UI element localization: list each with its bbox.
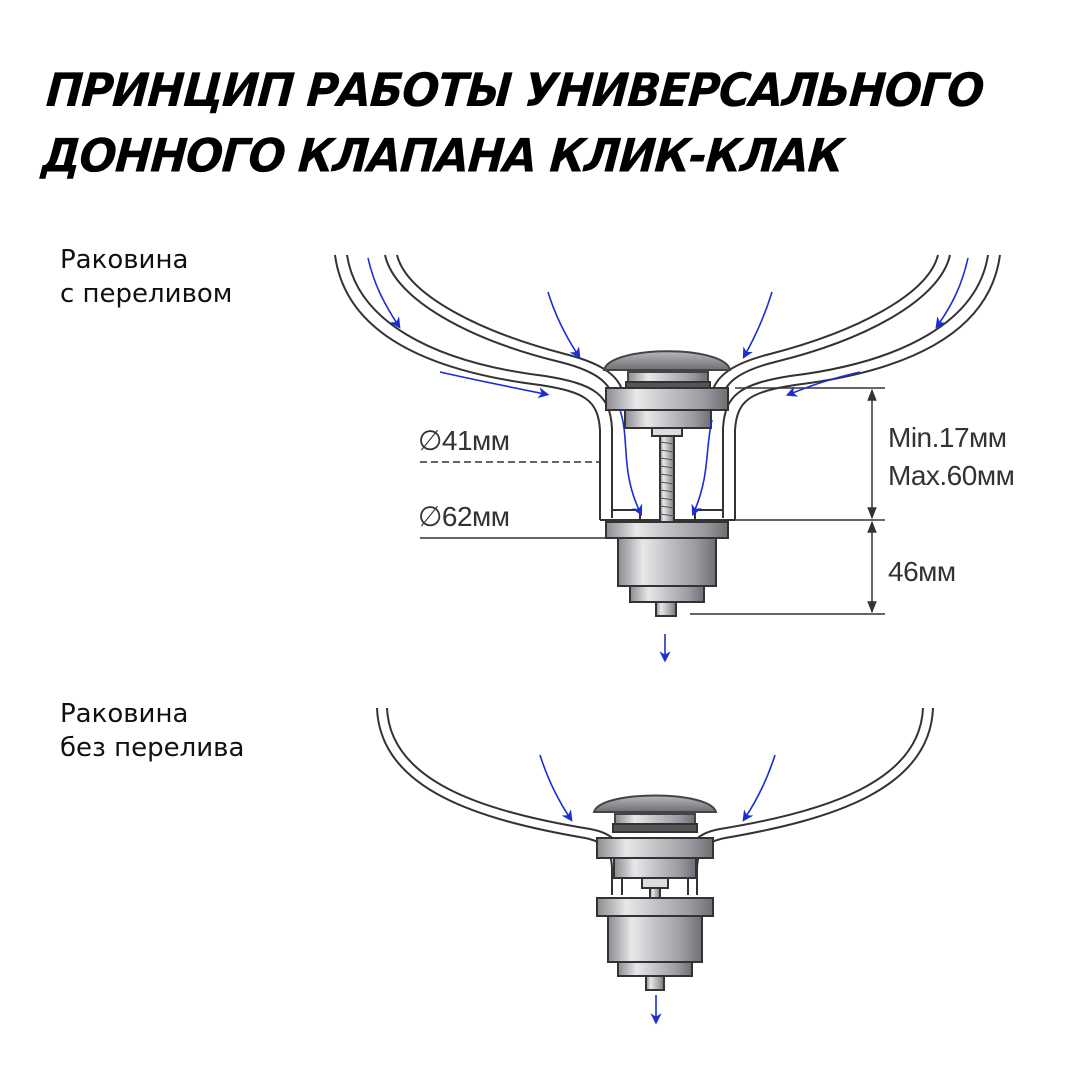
dimension-max-thickness: Max.60мм [888, 460, 1015, 491]
dimension-min-thickness: Min.17мм [888, 422, 1007, 453]
flow-arrows-top [367, 257, 969, 663]
sink-wall-right [696, 707, 934, 895]
label-line-2: с переливом [60, 279, 233, 309]
dimension-lower-height: 46мм [888, 556, 956, 587]
dimension-inner-diameter: ∅41мм [418, 425, 510, 456]
flow-arrows-bottom [539, 754, 776, 1025]
label-line-1: Раковина [60, 245, 189, 275]
diagram-sink-without-overflow [376, 707, 934, 991]
label-sink-with-overflow: Раковина с переливом [60, 243, 232, 311]
label-line-1: Раковина [60, 699, 189, 729]
sink-wall-left [376, 707, 613, 895]
dimension-outer-diameter: ∅62мм [418, 501, 510, 532]
label-sink-without-overflow: Раковина без перелива [60, 697, 244, 765]
sink-wall-left [334, 254, 625, 520]
diagram-sink-with-overflow [334, 254, 1001, 617]
label-line-2: без перелива [60, 733, 245, 763]
